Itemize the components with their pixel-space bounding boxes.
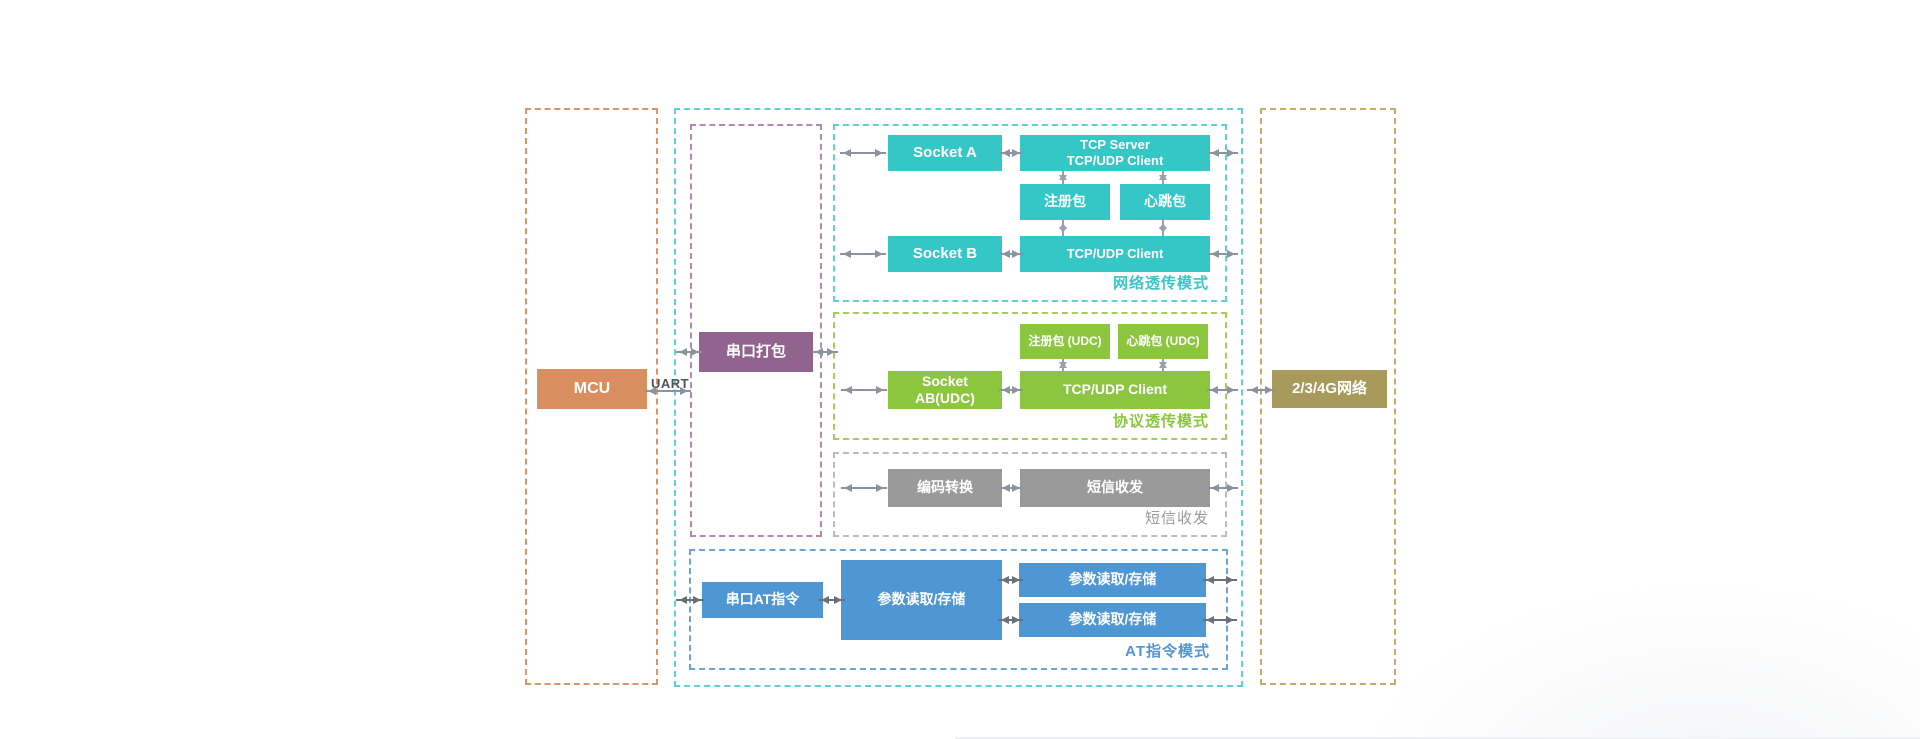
arrow-regudc-tcpudp (1059, 359, 1067, 371)
at-mode-section: AT指令模式 (689, 549, 1228, 670)
mcu-box: MCU (537, 369, 647, 409)
arrow-serial-pack-right (812, 348, 838, 356)
arrow-heartudc-tcpudp (1159, 359, 1167, 371)
arrow-heartbeat-tcpudp (1159, 220, 1167, 236)
socket-ab-line2: AB(UDC) (915, 390, 975, 406)
heartbeat-packet-udc-label: 心跳包 (UDC) (1126, 334, 1200, 348)
param-rw-top-box: 参数读取/存储 (1019, 563, 1206, 597)
serial-pack-label: 串口打包 (725, 342, 786, 360)
network-dashed-container (1260, 108, 1396, 685)
tcp-server-line1: TCP Server (1080, 136, 1150, 152)
protocol-mode-label: 协议透传模式 (1112, 413, 1209, 430)
reg-packet-udc-box: 注册包 (UDC) (1020, 324, 1110, 359)
arrow-reg-tcpudp (1059, 220, 1067, 236)
arrow-param-bottom (998, 616, 1023, 624)
cellular-network-label: 2/3/4G网络 (1291, 379, 1368, 397)
arrow-cellular-in (1247, 386, 1276, 394)
encode-convert-box: 编码转换 (888, 469, 1002, 507)
arrow-param-top-out (1203, 576, 1237, 584)
tcp-udp-client-box: TCP/UDP Client (1020, 236, 1210, 272)
param-rw-bottom-box: 参数读取/存储 (1019, 603, 1206, 637)
network-mode-section: 网络透传模式 (833, 124, 1227, 302)
tcp-udp-client-udc-label: TCP/UDP Client (1063, 381, 1167, 398)
cellular-network-box: 2/3/4G网络 (1272, 370, 1387, 408)
uart-label: UART (651, 376, 690, 391)
protocol-mode-section: 协议透传模式 (833, 312, 1227, 440)
serial-pack-box: 串口打包 (699, 332, 813, 372)
param-rw-bottom-label: 参数读取/存储 (1068, 611, 1157, 628)
arrow-socket-a-in (840, 149, 886, 157)
arrow-at-param (818, 596, 845, 604)
network-mode-label: 网络透传模式 (1112, 275, 1209, 292)
sms-send-receive-label: 短信收发 (1087, 479, 1143, 496)
heartbeat-packet-label: 心跳包 (1144, 193, 1186, 210)
arrow-encode-sms (999, 484, 1023, 492)
arrow-param-bottom-out (1203, 616, 1237, 624)
page-bottom-divider (955, 737, 1920, 739)
arrow-tcpudp-udc-out (1207, 386, 1238, 394)
heartbeat-packet-udc-box: 心跳包 (UDC) (1118, 324, 1208, 359)
arrow-mcu-uart (645, 387, 691, 395)
socket-b-label: Socket B (912, 244, 978, 262)
mcu-label: MCU (573, 380, 611, 397)
reg-packet-udc-label: 注册包 (UDC) (1028, 334, 1102, 348)
arrow-socket-b-tcpudp (999, 250, 1023, 258)
arrow-socket-ab-tcpudp (999, 386, 1023, 394)
arrow-tcpserver-out (1208, 149, 1238, 157)
arrow-sms-out (1208, 484, 1238, 492)
reg-packet-box: 注册包 (1020, 184, 1110, 220)
serial-pack-dashed-container (690, 124, 822, 537)
sms-section-label: 短信收发 (1144, 510, 1209, 527)
param-rw-top-label: 参数读取/存储 (1068, 571, 1157, 588)
arrow-param-top (998, 576, 1023, 584)
sms-send-receive-box: 短信收发 (1020, 469, 1210, 507)
socket-b-box: Socket B (888, 236, 1002, 272)
arrow-serial-pack-left (676, 348, 702, 356)
arrow-encode-in (841, 484, 887, 492)
sms-section: 短信收发 (833, 452, 1227, 537)
param-rw-main-label: 参数读取/存储 (877, 591, 966, 608)
socket-ab-line1: Socket (922, 372, 968, 389)
arrow-socket-b-in (840, 250, 886, 258)
param-rw-main-box: 参数读取/存储 (841, 560, 1002, 640)
reg-packet-label: 注册包 (1044, 193, 1086, 210)
arrow-socket-ab-in (841, 386, 887, 394)
arrow-tcpudp-out (1208, 250, 1238, 258)
serial-at-cmd-box: 串口AT指令 (702, 582, 823, 618)
module-dashed-container (674, 108, 1243, 687)
encode-convert-label: 编码转换 (917, 479, 973, 496)
tcp-udp-client-udc-box: TCP/UDP Client (1020, 371, 1210, 409)
mcu-dashed-container (525, 108, 658, 685)
arrow-tcpserver-reg (1059, 171, 1067, 184)
socket-a-box: Socket A (888, 135, 1002, 171)
tcp-server-line2: TCP/UDP Client (1066, 153, 1164, 168)
arrow-socket-a-tcpserver (999, 149, 1023, 157)
socket-a-label: Socket A (913, 143, 977, 161)
socket-ab-box: Socket AB(UDC) (888, 371, 1002, 409)
serial-at-cmd-label: 串口AT指令 (725, 591, 800, 608)
arrow-at-in (676, 596, 704, 604)
at-mode-label: AT指令模式 (1125, 643, 1210, 660)
tcp-server-box: TCP Server TCP/UDP Client (1020, 135, 1210, 171)
arrow-tcpserver-heartbeat (1159, 171, 1167, 184)
tcp-udp-client-label: TCP/UDP Client (1066, 245, 1164, 261)
heartbeat-packet-box: 心跳包 (1120, 184, 1210, 220)
